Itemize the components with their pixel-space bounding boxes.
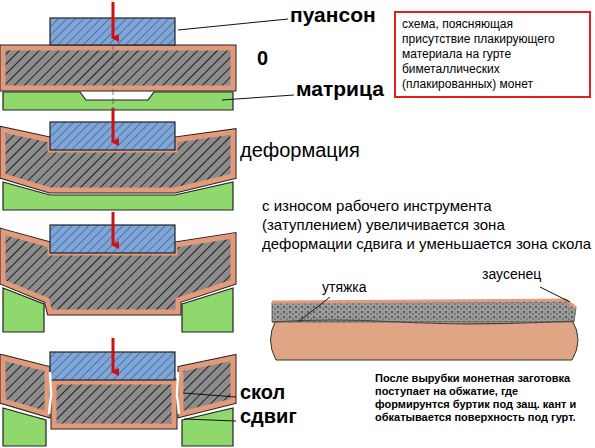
label: сдвиг — [240, 404, 297, 428]
label: 0 — [257, 46, 268, 70]
label: скол — [240, 380, 285, 404]
note-box: схема, поясняющая присутствие плакирующе… — [394, 11, 591, 98]
label: После вырубки монетная заготовка поступа… — [375, 372, 590, 424]
note-text: схема, поясняющая присутствие плакирующе… — [402, 17, 583, 92]
label: с износом рабочего инструмента (затуплен… — [262, 196, 592, 253]
label: матрица — [296, 76, 384, 101]
label: утяжка — [322, 279, 367, 296]
label: пуансон — [290, 2, 376, 27]
label: деформация — [240, 138, 360, 162]
label: заусенец — [482, 266, 541, 283]
